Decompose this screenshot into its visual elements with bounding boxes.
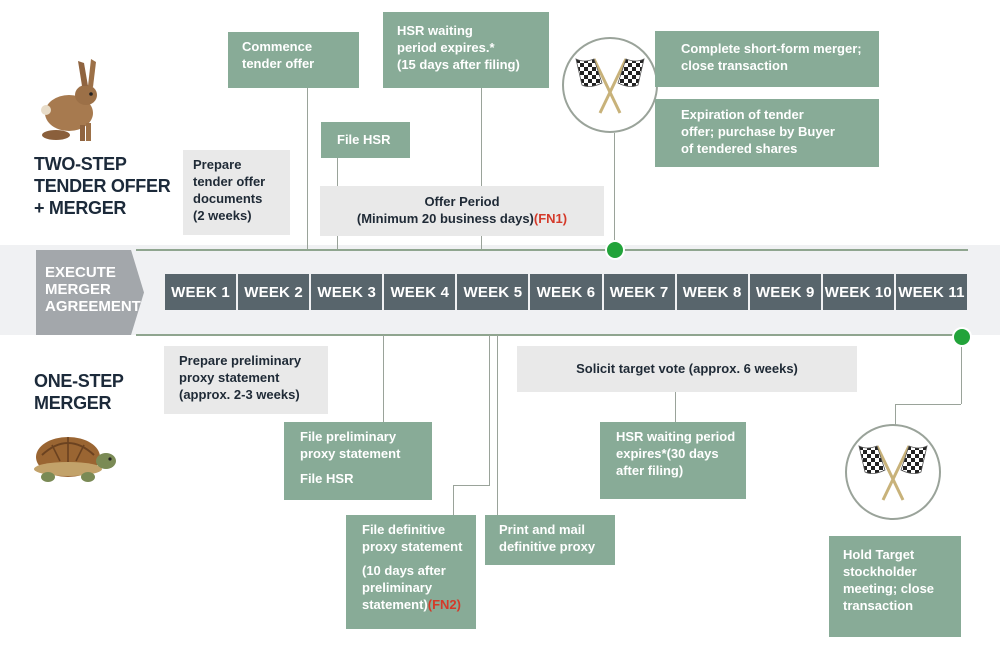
two-step-title: TWO-STEP TENDER OFFER + MERGER: [34, 154, 171, 218]
week-2: WEEK 2: [238, 274, 310, 310]
connector-hold-v2: [895, 404, 896, 428]
offer-period-detail: (Minimum 20 business days): [356, 211, 534, 226]
solicit-target-vote-box: Solicit target vote (approx. 6 weeks): [517, 346, 857, 392]
offer-period-footnote: (FN1): [533, 211, 568, 226]
tortoise-icon: [28, 427, 120, 487]
week-7: WEEK 7: [603, 274, 675, 310]
file-definitive-footnote: (FN2): [427, 597, 461, 612]
connector-file-definitive-h: [453, 485, 490, 486]
week-3: WEEK 3: [311, 274, 383, 310]
week-5: WEEK 5: [457, 274, 529, 310]
week-10: WEEK 10: [822, 274, 894, 310]
hold-stockholder-meeting-box: Hold Target stockholder meeting; close t…: [829, 536, 961, 637]
file-preliminary-proxy-box: File preliminary proxy statement File HS…: [284, 422, 432, 500]
hsr-expires-one-step-box: HSR waiting period expires*(30 days afte…: [600, 422, 746, 499]
file-hsr-label: File HSR: [337, 132, 391, 147]
complete-short-form-merger-box: Complete short-form merger; close transa…: [655, 31, 879, 87]
connector-hsr-expires-bottom: [675, 392, 676, 422]
week-6: WEEK 6: [530, 274, 602, 310]
file-definitive-detail-wrap: (10 days after preliminary statement)(FN…: [362, 562, 466, 613]
hare-icon: [36, 55, 102, 143]
execute-merger-agreement-arrow: EXECUTE MERGER AGREEMENT: [36, 250, 144, 335]
complete-short-form-merger-label: Complete short-form merger; close transa…: [681, 41, 862, 73]
expiration-tender-offer-label: Expiration of tender offer; purchase by …: [681, 107, 835, 156]
offer-period-box: Offer Period (Minimum 20 business days)(…: [320, 186, 604, 236]
print-mail-proxy-box: Print and mail definitive proxy: [485, 515, 615, 565]
prepare-preliminary-proxy-box: Prepare preliminary proxy statement (app…: [164, 346, 328, 414]
connector-print-mail: [497, 335, 498, 515]
file-preliminary-proxy-label: File preliminary proxy statement: [300, 429, 401, 461]
connector-flag-top: [614, 133, 615, 249]
checkered-flags-icon: [562, 37, 658, 133]
week-4: WEEK 4: [384, 274, 456, 310]
hsr-expires-two-step-label: HSR waiting period expires.* (15 days af…: [397, 23, 520, 72]
expiration-tender-offer-box: Expiration of tender offer; purchase by …: [655, 99, 879, 167]
one-step-close-dot: [952, 327, 972, 347]
commence-tender-offer-label: Commence tender offer: [242, 39, 315, 71]
connector-hold-v1: [961, 340, 962, 404]
hold-stockholder-meeting-label: Hold Target stockholder meeting; close t…: [843, 547, 935, 613]
prepare-tender-docs-box: Prepare tender offer documents (2 weeks): [183, 150, 290, 235]
file-definitive-detail: (10 days after preliminary statement): [362, 563, 446, 612]
one-step-timeline-line: [136, 334, 962, 336]
two-step-timeline-line: [136, 249, 968, 251]
checkered-flags-icon: [845, 424, 941, 520]
offer-period-title: Offer Period: [424, 194, 500, 209]
execute-label: EXECUTE MERGER AGREEMENT: [45, 264, 141, 315]
one-step-title: ONE-STEP MERGER: [34, 371, 124, 413]
week-11: WEEK 11: [895, 274, 967, 310]
two-step-close-dot: [605, 240, 625, 260]
file-definitive-proxy-label: File definitive proxy statement: [362, 522, 463, 554]
file-definitive-proxy-box: File definitive proxy statement (10 days…: [346, 515, 476, 629]
hsr-expires-two-step-box: HSR waiting period expires.* (15 days af…: [383, 12, 549, 88]
week-9: WEEK 9: [749, 274, 821, 310]
connector-hsr-expires-top: [481, 88, 482, 249]
week-8: WEEK 8: [676, 274, 748, 310]
connector-commence: [307, 88, 308, 249]
print-mail-proxy-label: Print and mail definitive proxy: [499, 522, 596, 554]
connector-file-definitive-v: [453, 485, 454, 515]
commence-tender-offer-box: Commence tender offer: [228, 32, 359, 88]
hsr-expires-one-step-label: HSR waiting period expires*(30 days afte…: [616, 429, 736, 478]
file-hsr-box: File HSR: [321, 122, 410, 158]
file-hsr-one-step-label: File HSR: [300, 471, 354, 486]
week-1: WEEK 1: [165, 274, 237, 310]
connector-hold-h: [895, 404, 961, 405]
offer-period-detail-line: (Minimum 20 business days)(FN1): [330, 210, 594, 227]
connector-file-definitive: [489, 335, 490, 485]
connector-file-prelim: [383, 335, 384, 422]
